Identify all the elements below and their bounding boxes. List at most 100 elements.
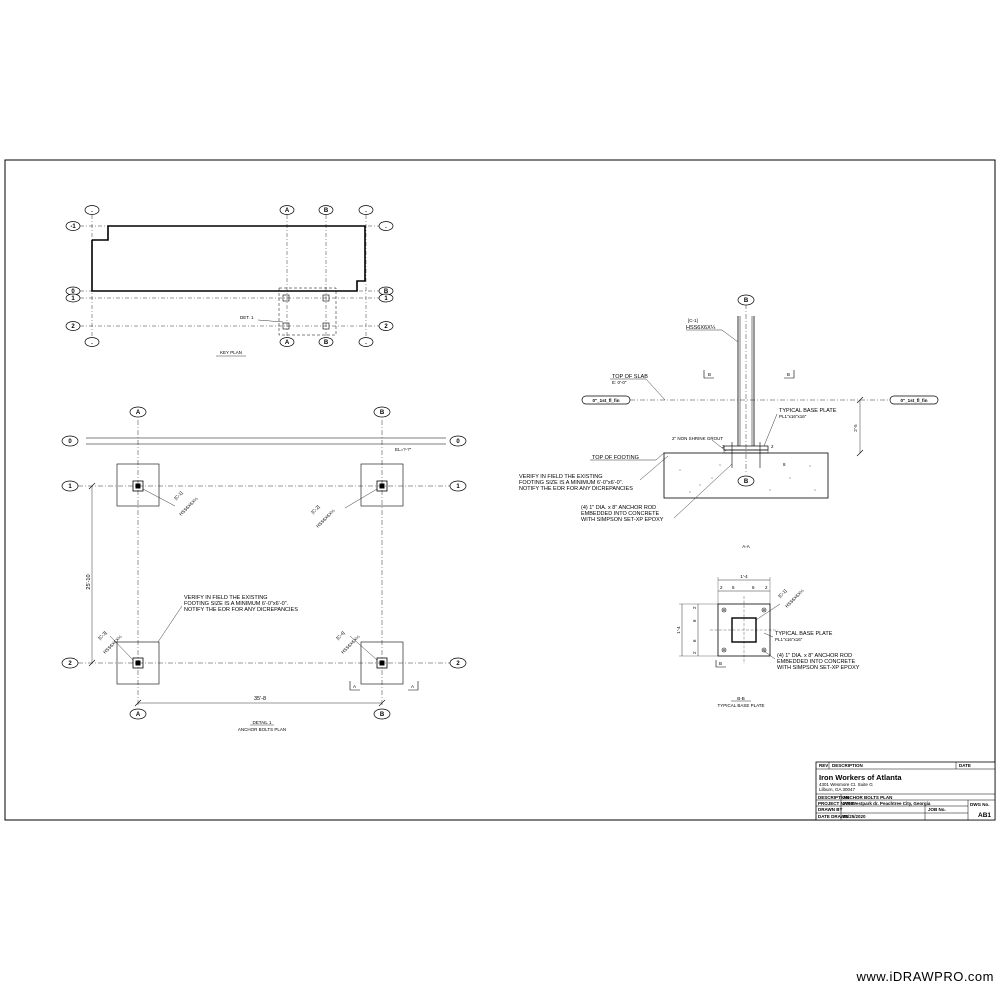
grid-bubble: . (84, 205, 100, 215)
grid-bubble: 1 (61, 480, 79, 492)
footing-note-line: VERIFY IN FIELD THE EXISTING (184, 595, 268, 601)
footing-note-line: VERIFY IN FIELD THE EXISTING (519, 474, 603, 480)
svg-text:0: 0 (456, 439, 460, 445)
column-tag-size: HSS6X6X¼ (315, 508, 336, 529)
base-plate-label: TYPICAL BASE PLATE (779, 408, 837, 414)
svg-text:B: B (787, 372, 790, 377)
grid-bubble: B (737, 475, 755, 487)
section-cut-marker: B (784, 370, 795, 379)
column-base-plate (132, 657, 144, 669)
dimension-chain: 2 (720, 585, 723, 590)
section-b-b: 1'-4 2 6 6 2 1'-4 2 6 6 2 [C-1] HSS6X6X¼… (676, 574, 860, 708)
svg-text:B: B (324, 208, 329, 214)
svg-text:2: 2 (68, 661, 72, 667)
key-plan-det-label: DET. 1 (240, 315, 254, 320)
detail-1-title: DETAIL 1 (252, 720, 272, 725)
footing-note-line: NOTIFY THE EOR FOR ANY DICREPANCIES (184, 607, 298, 613)
anchor-rod-hole (721, 647, 727, 653)
section-b-b-title: B-B (737, 696, 745, 701)
company-address-line: Lilburn, GA 30047 (819, 787, 856, 792)
key-plan-title: KEY PLAN (220, 350, 242, 355)
svg-text:2: 2 (456, 661, 460, 667)
grid-bubble: B (318, 205, 334, 215)
dimension-chain: 2 (765, 585, 768, 590)
project-name-label: PROJECT NAME (818, 801, 854, 806)
grid-bubble: 1 (378, 293, 394, 303)
footing (360, 463, 404, 507)
svg-text:A: A (411, 684, 414, 689)
column-tag-size: HSS6X6X¼ (178, 496, 199, 517)
anchor-rod-note-line: (4) 1" DIA. x 8" ANCHOR ROD (777, 653, 852, 659)
svg-text:A: A (285, 208, 290, 214)
svg-text:B: B (744, 298, 749, 304)
svg-text:2: 2 (384, 324, 388, 330)
detail-1-subtitle: ANCHOR BOLTS PLAN (238, 727, 286, 732)
anchor-rod-note-line: WITH SIMPSON SET-XP EPOXY (777, 665, 860, 671)
svg-text:B: B (380, 712, 385, 718)
svg-text:.: . (365, 208, 367, 214)
footing (360, 641, 404, 685)
revision-date-label: DATE (959, 763, 971, 768)
column-tag-size: HSS6X6X¼ (340, 634, 361, 655)
svg-text:1: 1 (71, 296, 75, 302)
column-tag-mark: [C-1] (173, 490, 183, 500)
column-base-plate (132, 480, 144, 492)
grid-bubble: B (373, 708, 391, 720)
concrete-hatch (679, 464, 816, 493)
base-plate-label: TYPICAL BASE PLATE (775, 631, 833, 637)
grid-bubble: B (373, 406, 391, 418)
column-tag-mark: [C-4] (335, 630, 345, 640)
grid-bubble: 1 (449, 480, 467, 492)
anchor-rod-note-line: EMBEDDED INTO CONCRETE (777, 659, 855, 665)
level-tag: 0"_1st_fl_fin (581, 395, 631, 405)
dimension-chain: 6 (692, 619, 697, 622)
top-of-slab-elevation: E: 0'-0" (612, 380, 627, 385)
svg-text:.: . (91, 208, 93, 214)
svg-text:A: A (285, 340, 290, 346)
dimension-chain: 6 (692, 639, 697, 642)
dimension-embed: 8 (783, 462, 786, 467)
grid-bubble: . (358, 337, 374, 347)
footing-note-line: FOOTING SIZE IS A MINIMUM 6'-0"x6'-0". (519, 480, 624, 486)
key-plan-detail-boundary (278, 287, 337, 336)
sheet-border (4, 159, 996, 821)
date-drawn-value: 01/25/2020 (843, 814, 866, 819)
anchor-rod-note-line: (4) 1" DIA. x 8" ANCHOR ROD (581, 505, 656, 511)
svg-text:1: 1 (456, 484, 460, 490)
grid-bubble: 0 (61, 435, 79, 447)
svg-text:B: B (719, 661, 722, 666)
key-plan-building-outline (91, 225, 366, 292)
column-tag-size: HSS6X6X¼ (102, 634, 123, 655)
base-plate-size: PL1"x16"x16" (775, 637, 803, 642)
column-tag-size: HSS6X6X¼ (784, 588, 805, 609)
column-tag-mark: [C-2] (310, 504, 320, 514)
grid-bubble: . (378, 221, 394, 231)
grid-bubble: 2 (378, 321, 394, 331)
dimension-overall-height: 1'-4 (676, 626, 681, 634)
anchor-rod-hole (721, 607, 727, 613)
section-cut-marker: A (408, 681, 419, 691)
grid-bubble: . (358, 205, 374, 215)
grid-bubble: 2 (61, 657, 79, 669)
grid-bubble: A (279, 337, 295, 347)
grid-bubble: B (737, 294, 755, 306)
svg-text:A: A (136, 712, 141, 718)
slab-elevation-tag: EL=?-?" (395, 447, 412, 452)
svg-text:A: A (353, 684, 356, 689)
footing (116, 463, 160, 507)
anchor-rod-note-line: EMBEDDED INTO CONCRETE (581, 511, 659, 517)
dimension-chain: 6 (752, 585, 755, 590)
column-tag-mark: [C-1] (688, 318, 698, 323)
date-drawn-label: DATE DRAWN (818, 814, 848, 819)
svg-text:B: B (384, 289, 389, 295)
revision-description-label: DESCRIPTION (832, 763, 863, 768)
grid-bubble: 1 (65, 293, 81, 303)
key-plan: DET. 1 KEY PLAN . A B . . A B . -1 0 1 2… (65, 205, 394, 357)
grid-bubble: 2 (449, 657, 467, 669)
grid-bubble: A (129, 406, 147, 418)
grid-bubble: 0 (449, 435, 467, 447)
svg-text:B: B (708, 372, 711, 377)
top-of-footing-label: TOP OF FOOTING (592, 455, 639, 461)
detail-1-anchor-bolts-plan: EL=?-?" [C-1] HSS6X6X¼ [C-2] HSS6X6X¼ [C… (61, 406, 467, 732)
